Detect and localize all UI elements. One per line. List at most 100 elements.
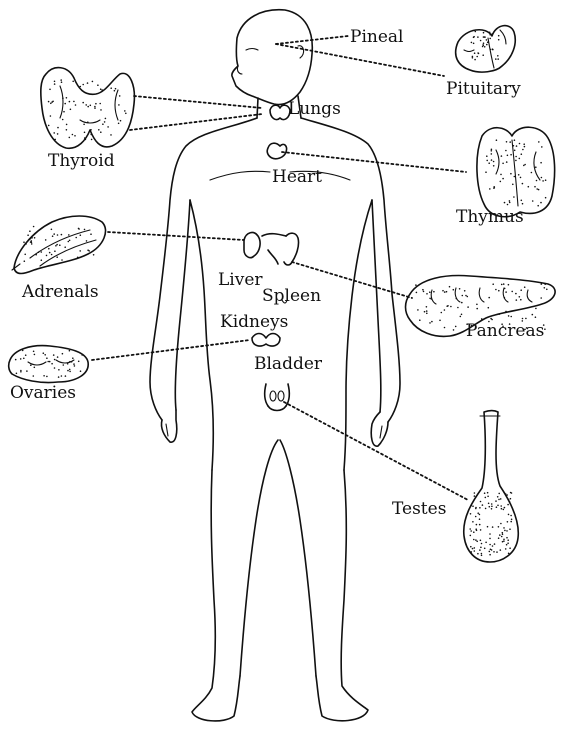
stipple-dot: [514, 176, 516, 178]
bladder-sketch: [252, 334, 280, 347]
stipple-dot: [471, 42, 473, 44]
stipple-dot: [493, 551, 495, 553]
stipple-dot: [426, 310, 428, 312]
stipple-dot: [509, 141, 511, 143]
stipple-dot: [506, 530, 508, 532]
stipple-dot: [90, 134, 92, 136]
stipple-dot: [83, 124, 85, 126]
stipple-dot: [521, 153, 523, 155]
stipple-dot: [467, 296, 469, 298]
stipple-dot: [67, 363, 69, 365]
stipple-dot: [460, 316, 462, 318]
stipple-dot: [80, 370, 82, 372]
stipple-dot: [508, 284, 510, 286]
stipple-dot: [60, 79, 62, 81]
stipple-dot: [90, 129, 92, 131]
stipple-dot: [531, 172, 533, 174]
stipple-dot: [502, 541, 504, 543]
stipple-dot: [522, 183, 524, 185]
stipple-dot: [57, 127, 59, 129]
stipple-dot: [23, 358, 25, 360]
stipple-dot: [439, 320, 441, 322]
stipple-dot: [118, 123, 120, 125]
stipple-dot: [504, 297, 506, 299]
stipple-dot: [486, 155, 488, 157]
stipple-dot: [431, 321, 433, 323]
stipple-dot: [497, 55, 499, 57]
stipple-dot: [524, 286, 526, 288]
stipple-dot: [417, 309, 419, 311]
stipple-dot: [485, 542, 487, 544]
stipple-dot: [50, 115, 52, 117]
stipple-dot: [31, 237, 33, 239]
stipple-dot: [498, 499, 500, 501]
stipple-dot: [504, 530, 506, 532]
stipple-dot: [107, 126, 109, 128]
stipple-dot: [510, 521, 512, 523]
stipple-dot: [511, 291, 513, 293]
stipple-dot: [79, 250, 81, 252]
thyroid-illustration: [41, 68, 135, 149]
label-pancreas: Pancreas: [466, 321, 544, 341]
stipple-dot: [33, 226, 35, 228]
stipple-dot: [73, 101, 75, 103]
stipple-dot: [477, 36, 479, 38]
stipple-dot: [520, 177, 522, 179]
stipple-dot: [520, 299, 522, 301]
stipple-dot: [24, 260, 26, 262]
stipple-dot: [34, 354, 36, 356]
stipple-dot: [501, 155, 503, 157]
label-bladder: Bladder: [254, 354, 323, 374]
stipple-dot: [69, 101, 71, 103]
stipple-dot: [479, 507, 481, 509]
stipple-dot: [100, 88, 102, 90]
stipple-dot: [503, 539, 505, 541]
stipple-dot: [98, 129, 100, 131]
stipple-dot: [87, 106, 89, 108]
stipple-dot: [535, 166, 537, 168]
stipple-dot: [72, 134, 74, 136]
stipple-dot: [120, 120, 122, 122]
stipple-dot: [502, 534, 504, 536]
stipple-dot: [540, 202, 542, 204]
stipple-dot: [499, 534, 501, 536]
stipple-dot: [449, 286, 451, 288]
stipple-dot: [62, 119, 64, 121]
stipple-dot: [489, 551, 491, 553]
stipple-dot: [31, 243, 33, 245]
stipple-dot: [45, 239, 47, 241]
stipple-dot: [93, 254, 95, 256]
stipple-dot: [544, 328, 546, 330]
stipple-dot: [474, 59, 476, 61]
stipple-dot: [442, 290, 444, 292]
stipple-dot: [474, 547, 476, 549]
stipple-dot: [486, 39, 488, 41]
stipple-dot: [489, 38, 491, 40]
stipple-dot: [65, 375, 67, 377]
stipple-dot: [474, 492, 476, 494]
stipple-dot: [491, 503, 493, 505]
label-spleen: Spleen: [262, 286, 321, 306]
stipple-dot: [491, 150, 493, 152]
stipple-dot: [470, 535, 472, 537]
stipple-dot: [515, 156, 517, 158]
stipple-dot: [81, 354, 83, 356]
stipple-dot: [489, 32, 491, 34]
stipple-dot: [492, 48, 494, 50]
stipple-dot: [54, 139, 56, 141]
stipple-dot: [498, 35, 500, 37]
stipple-dot: [506, 544, 508, 546]
stipple-dot: [82, 102, 84, 104]
stipple-dot: [75, 104, 77, 106]
stipple-dot: [67, 370, 69, 372]
stipple-dot: [481, 553, 483, 555]
stipple-dot: [484, 46, 486, 48]
stipple-dot: [508, 499, 510, 501]
stipple-dot: [30, 364, 32, 366]
stipple-dot: [426, 306, 428, 308]
stipple-dot: [501, 536, 503, 538]
stipple-dot: [92, 81, 94, 83]
stipple-dot: [27, 234, 29, 236]
stipple-dot: [498, 526, 500, 528]
stipple-dot: [502, 532, 504, 534]
